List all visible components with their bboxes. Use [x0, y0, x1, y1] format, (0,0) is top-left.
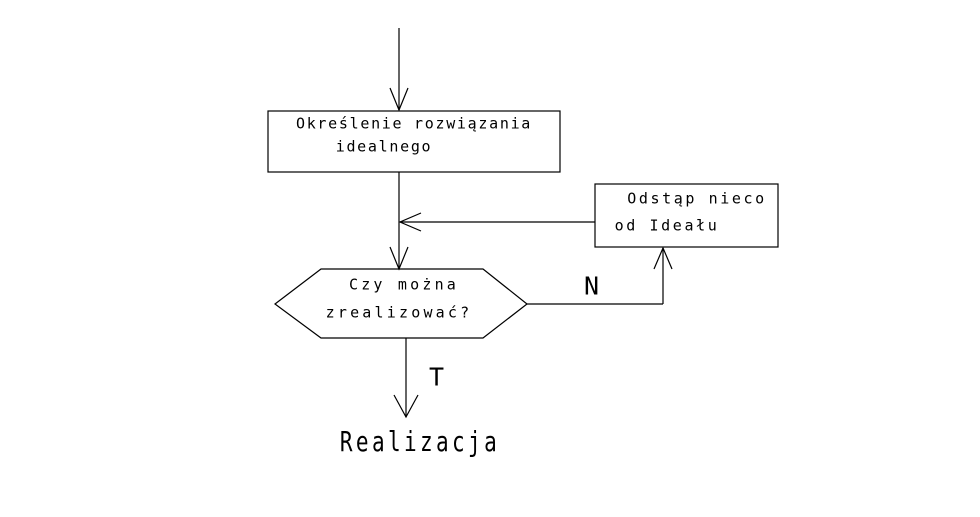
no-branch-label: N [583, 271, 601, 301]
start-box-text-line1: Określenie rozwiązania [295, 114, 533, 133]
fallback-box-shape [594, 183, 779, 248]
start-box-shape [267, 110, 561, 173]
start-box-text-line2: idealnego [335, 137, 433, 156]
fallback-box-text-line2: od Ideału [614, 216, 720, 235]
fallback-box-text-line1: Odstąp nieco [627, 189, 767, 208]
arrowhead-left-merge [398, 212, 422, 232]
decision-text-line2: zrealizować? [325, 303, 473, 322]
arrowhead-down-into-start-box [389, 87, 409, 112]
arrowhead-down-into-realization [393, 394, 419, 419]
realization-end-label: Realizacja [339, 425, 501, 458]
decision-text-line1: Czy można [348, 275, 460, 294]
arrowhead-up-into-fallback-box [653, 246, 673, 270]
yes-branch-label: T [428, 362, 446, 392]
